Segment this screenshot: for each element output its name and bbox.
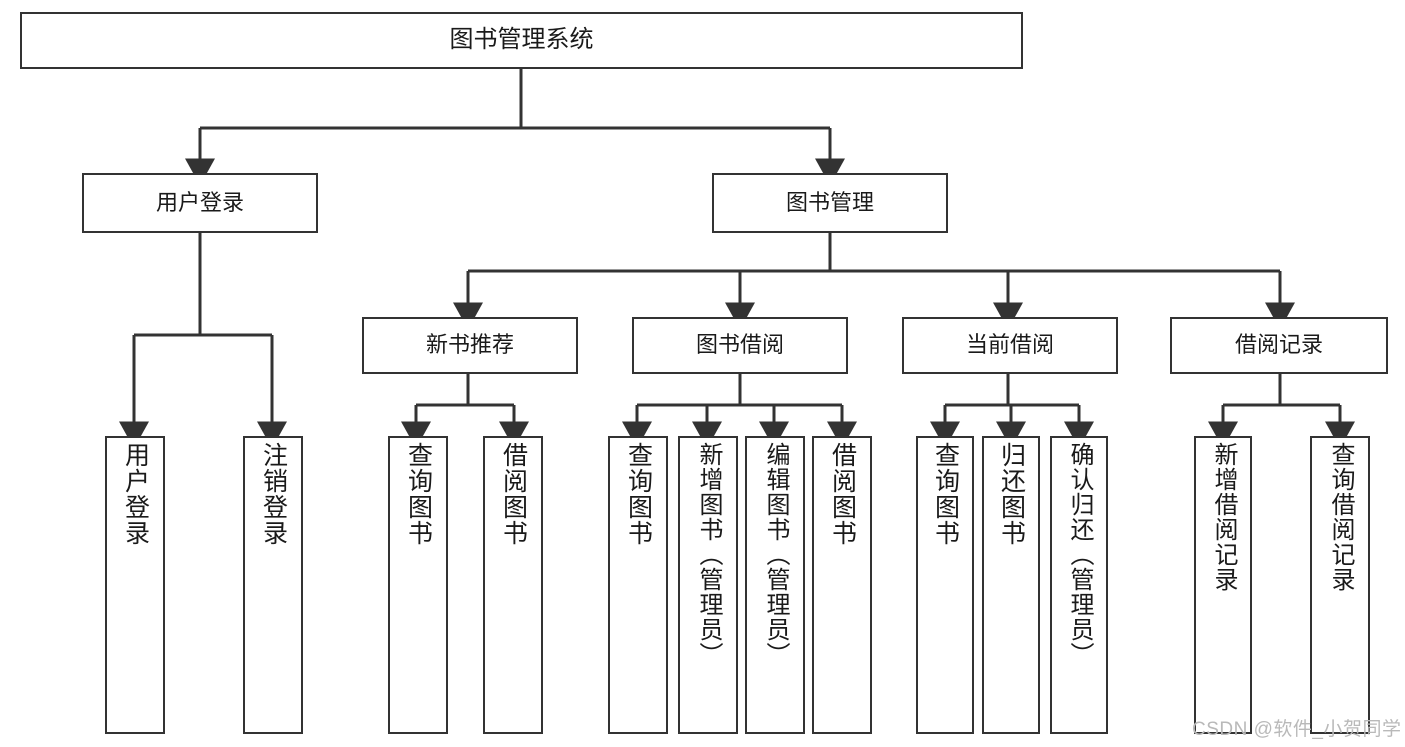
node-label: 查询借阅记录 [1327, 442, 1354, 592]
node-leaf-current-return-book[interactable]: 归还图书 [982, 436, 1040, 734]
node-leaf-record-add[interactable]: 新增借阅记录 [1194, 436, 1252, 734]
node-label: 新书推荐 [425, 332, 514, 358]
node-leaf-borrow-borrow-book[interactable]: 借阅图书 [812, 436, 872, 734]
node-label: 借阅图书 [828, 442, 857, 546]
node-book-manage[interactable]: 图书管理 [712, 173, 948, 233]
watermark-text: CSDN @软件_小贺同学 [1192, 719, 1402, 740]
node-leaf-borrow-edit-book[interactable]: 编辑图书（管理员） [745, 436, 805, 734]
node-leaf-borrow-add-book[interactable]: 新增图书（管理员） [678, 436, 738, 734]
node-label: 图书管理 [785, 189, 874, 215]
node-label: 注销登录 [259, 442, 288, 546]
node-label: 新增借阅记录 [1210, 442, 1237, 592]
node-leaf-recommend-borrow-book[interactable]: 借阅图书 [483, 436, 543, 734]
node-root-system[interactable]: 图书管理系统 [20, 12, 1023, 69]
node-new-book-recommend[interactable]: 新书推荐 [362, 317, 578, 374]
node-label: 用户登录 [155, 189, 244, 215]
node-leaf-user-login[interactable]: 用户登录 [105, 436, 165, 734]
node-label: 确认归还（管理员） [1066, 442, 1093, 667]
node-label: 查询图书 [404, 442, 433, 546]
node-label: 编辑图书（管理员） [762, 442, 789, 667]
node-current-borrow[interactable]: 当前借阅 [902, 317, 1118, 374]
node-label: 借阅记录 [1234, 332, 1323, 358]
node-label: 用户登录 [121, 442, 150, 546]
node-leaf-recommend-query-book[interactable]: 查询图书 [388, 436, 448, 734]
node-borrow-record[interactable]: 借阅记录 [1170, 317, 1388, 374]
node-user-login[interactable]: 用户登录 [82, 173, 318, 233]
node-leaf-current-confirm-return[interactable]: 确认归还（管理员） [1050, 436, 1108, 734]
node-label: 新增图书（管理员） [695, 442, 722, 667]
node-leaf-borrow-query-book[interactable]: 查询图书 [608, 436, 668, 734]
node-leaf-record-query[interactable]: 查询借阅记录 [1310, 436, 1370, 734]
node-leaf-current-query-book[interactable]: 查询图书 [916, 436, 974, 734]
node-label: 归还图书 [997, 442, 1026, 546]
node-label: 查询图书 [931, 442, 960, 546]
node-label: 借阅图书 [499, 442, 528, 546]
node-label: 查询图书 [624, 442, 653, 546]
node-leaf-user-logout[interactable]: 注销登录 [243, 436, 303, 734]
node-label: 当前借阅 [965, 332, 1054, 358]
node-book-borrow[interactable]: 图书借阅 [632, 317, 848, 374]
node-label: 图书借阅 [695, 332, 784, 358]
node-label: 图书管理系统 [449, 26, 594, 54]
